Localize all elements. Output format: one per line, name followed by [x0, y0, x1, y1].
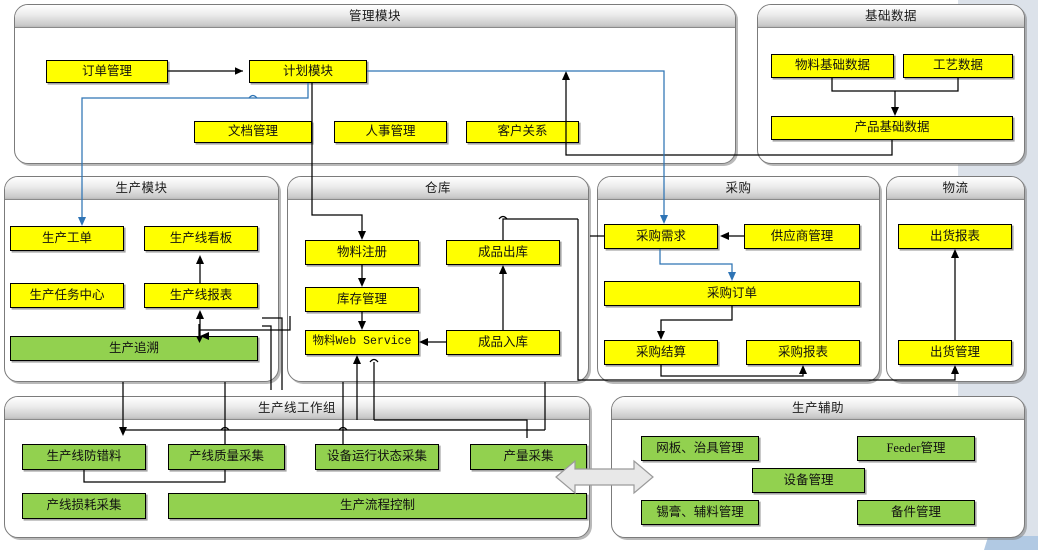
node-spare-parts-label: 备件管理 [890, 504, 941, 519]
panel-prod-assist-header: 生产辅助 [612, 397, 1024, 420]
node-feeder-mgmt[interactable]: Feeder管理 [857, 436, 975, 461]
node-fg-inbound[interactable]: 成品入库 [446, 330, 560, 355]
panel-production-header: 生产模块 [5, 177, 278, 200]
panel-production-title: 生产模块 [115, 180, 168, 195]
node-stencil-jig[interactable]: 网板、治具管理 [641, 436, 759, 461]
node-task-center-label: 生产任务中心 [29, 287, 105, 302]
panel-warehouse-header: 仓库 [288, 177, 588, 200]
node-trace-label: 生产追溯 [108, 340, 159, 355]
panel-purchasing-header: 采购 [598, 177, 879, 200]
node-process-data-label: 工艺数据 [932, 58, 983, 73]
node-work-order[interactable]: 生产工单 [10, 226, 124, 251]
node-equip-status-label: 设备运行状态采集 [326, 449, 427, 464]
node-quality-collect-label: 产线质量采集 [188, 449, 264, 464]
node-flow-control-label: 生产流程控制 [339, 498, 415, 513]
node-po-settle-label: 采购结算 [635, 344, 686, 359]
node-flow-control[interactable]: 生产流程控制 [168, 493, 587, 519]
node-product-base-label: 产品基础数据 [854, 120, 930, 135]
node-line-kanban[interactable]: 生产线看板 [144, 226, 258, 251]
node-customer-rel-label: 客户关系 [497, 124, 548, 139]
node-material-base[interactable]: 物料基础数据 [771, 54, 894, 78]
node-order-mgmt[interactable]: 订单管理 [46, 60, 168, 83]
node-ship-report[interactable]: 出货报表 [898, 224, 1012, 249]
panel-logistics-header: 物流 [887, 177, 1024, 200]
node-supplier-mgmt-label: 供应商管理 [770, 228, 834, 243]
node-stock-mgmt-label: 库存管理 [336, 291, 387, 306]
node-material-webservice-label: 物料Web Service [312, 335, 412, 349]
node-fg-outbound[interactable]: 成品出库 [446, 240, 560, 265]
node-line-report[interactable]: 生产线报表 [144, 283, 258, 308]
node-ship-mgmt-label: 出货管理 [929, 344, 980, 359]
node-po-order-label: 采购订单 [706, 285, 757, 300]
node-ship-mgmt[interactable]: 出货管理 [898, 340, 1012, 365]
node-anti-mistake-label: 生产线防错料 [46, 449, 122, 464]
panel-logistics-title: 物流 [942, 180, 969, 195]
node-loss-collect-label: 产线损耗采集 [46, 498, 122, 513]
node-task-center[interactable]: 生产任务中心 [10, 283, 124, 308]
node-po-report-label: 采购报表 [777, 344, 828, 359]
node-plan-module[interactable]: 计划模块 [249, 60, 367, 83]
node-output-collect[interactable]: 产量采集 [470, 444, 587, 470]
node-doc-mgmt-label: 文档管理 [227, 124, 278, 139]
node-loss-collect[interactable]: 产线损耗采集 [22, 493, 146, 519]
node-product-base[interactable]: 产品基础数据 [771, 116, 1013, 140]
node-work-order-label: 生产工单 [41, 230, 92, 245]
node-hr-mgmt-label: 人事管理 [365, 124, 416, 139]
node-trace[interactable]: 生产追溯 [10, 336, 258, 361]
node-plan-module-label: 计划模块 [282, 63, 333, 78]
node-fg-inbound-label: 成品入库 [477, 334, 528, 349]
node-output-collect-label: 产量采集 [503, 449, 554, 464]
node-feeder-mgmt-label: Feeder管理 [886, 440, 946, 455]
node-fg-outbound-label: 成品出库 [477, 244, 528, 259]
panel-line-group-header: 生产线工作组 [5, 397, 589, 420]
panel-management-title: 管理模块 [348, 8, 401, 23]
panel-line-group-body [5, 419, 589, 537]
node-po-settle[interactable]: 采购结算 [604, 340, 718, 365]
node-material-reg[interactable]: 物料注册 [305, 240, 419, 265]
node-line-report-label: 生产线报表 [169, 287, 233, 302]
node-po-order[interactable]: 采购订单 [604, 281, 860, 306]
panel-basic-data-body [758, 27, 1024, 163]
node-po-report[interactable]: 采购报表 [746, 340, 860, 365]
node-supplier-mgmt[interactable]: 供应商管理 [744, 224, 860, 249]
node-equip-mgmt[interactable]: 设备管理 [752, 468, 865, 493]
node-solder-aux[interactable]: 锡膏、辅料管理 [641, 500, 759, 525]
node-material-base-label: 物料基础数据 [794, 58, 870, 73]
node-stock-mgmt[interactable]: 库存管理 [305, 287, 419, 312]
node-order-mgmt-label: 订单管理 [81, 63, 132, 78]
node-process-data[interactable]: 工艺数据 [903, 54, 1013, 78]
node-quality-collect[interactable]: 产线质量采集 [168, 444, 285, 470]
node-ship-report-label: 出货报表 [929, 228, 980, 243]
node-solder-aux-label: 锡膏、辅料管理 [656, 504, 744, 519]
node-pr-demand[interactable]: 采购需求 [604, 224, 718, 249]
node-pr-demand-label: 采购需求 [635, 228, 686, 243]
node-material-reg-label: 物料注册 [336, 244, 387, 259]
node-anti-mistake[interactable]: 生产线防错料 [22, 444, 146, 470]
panel-basic-data-title: 基础数据 [864, 8, 917, 23]
node-equip-status[interactable]: 设备运行状态采集 [315, 444, 439, 470]
panel-management-header: 管理模块 [15, 5, 735, 28]
panel-prod-assist-title: 生产辅助 [791, 400, 844, 415]
node-material-webservice[interactable]: 物料Web Service [305, 330, 419, 355]
panel-basic-data: 基础数据 [757, 4, 1025, 164]
node-equip-mgmt-label: 设备管理 [783, 472, 834, 487]
panel-line-group-title: 生产线工作组 [257, 400, 336, 415]
node-doc-mgmt[interactable]: 文档管理 [194, 121, 312, 143]
node-customer-rel[interactable]: 客户关系 [466, 121, 579, 143]
node-spare-parts[interactable]: 备件管理 [857, 500, 975, 525]
node-hr-mgmt[interactable]: 人事管理 [334, 121, 447, 143]
panel-purchasing-title: 采购 [725, 180, 752, 195]
panel-warehouse-title: 仓库 [424, 180, 451, 195]
node-line-kanban-label: 生产线看板 [169, 230, 233, 245]
bottom-right-blue-accent [984, 536, 1038, 550]
panel-basic-data-header: 基础数据 [758, 5, 1024, 28]
node-stencil-jig-label: 网板、治具管理 [656, 440, 744, 455]
